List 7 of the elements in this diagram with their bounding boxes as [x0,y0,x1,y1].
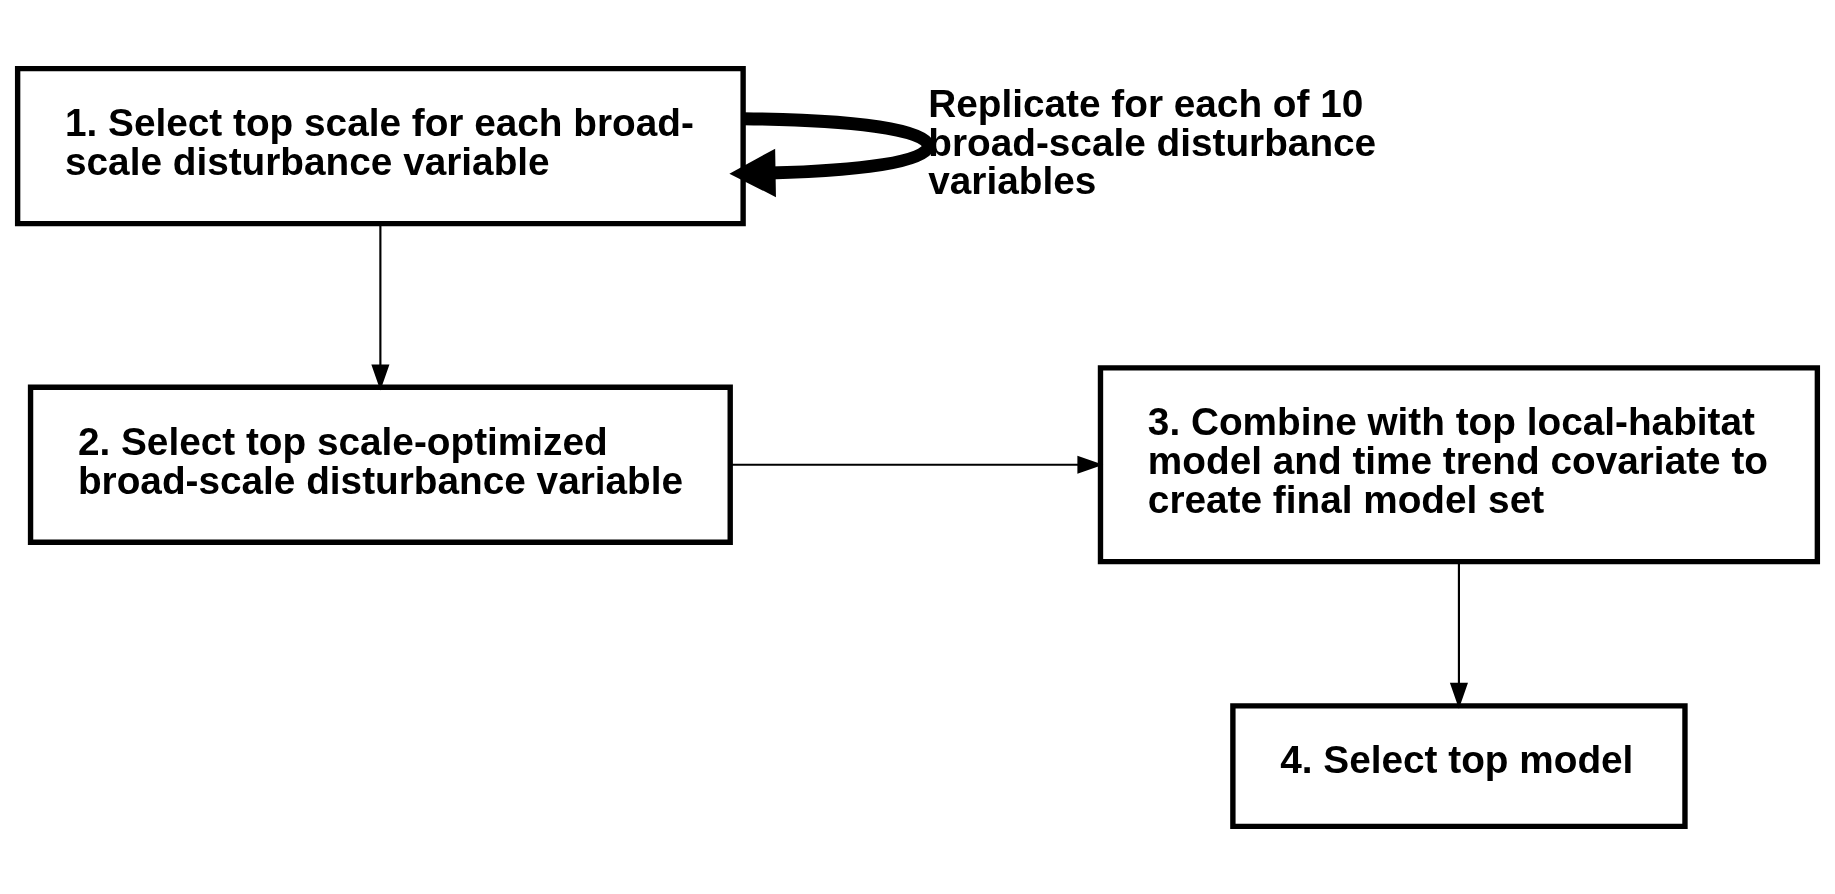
node-box: 3. Combine with top local-habitat model and time trend covariate to create final model set [1097,364,1821,564]
edge-label: Replicate for each of 10 broad-scale disturbance variables [928,81,1377,202]
node-box: 1. Select top scale for each broad-scale disturbance variable [14,65,746,226]
arrow [1449,561,1468,709]
arrow [371,223,390,390]
node-box: 2. Select top scale-optimized broad-scale disturbance variable [27,384,733,545]
node-box: 4. Select top model [1230,702,1688,829]
